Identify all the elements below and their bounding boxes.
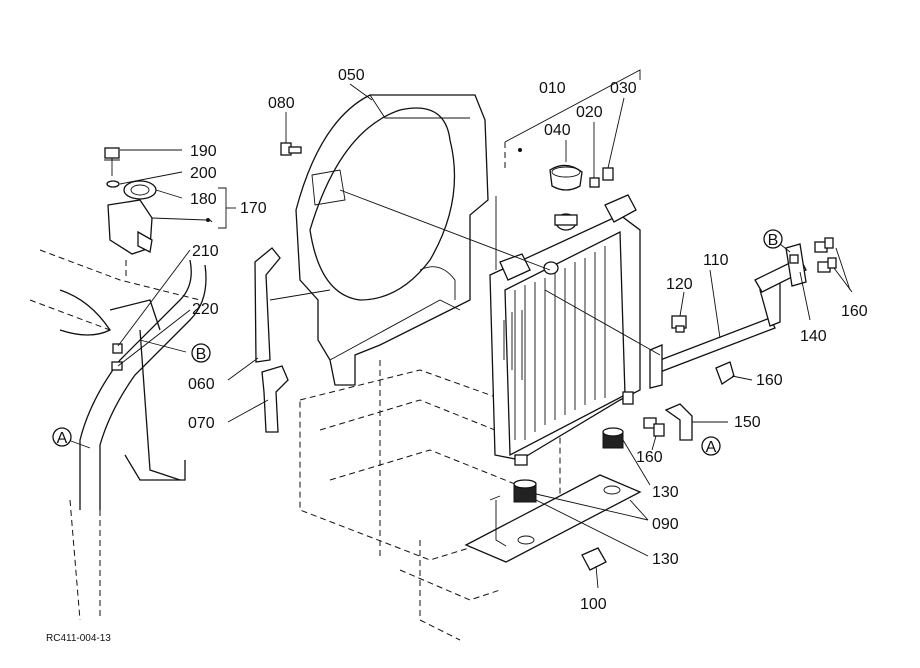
- label-030: 030: [610, 80, 637, 97]
- label-070: 070: [188, 415, 215, 432]
- label-200: 200: [190, 165, 217, 182]
- support-plate: [464, 474, 642, 563]
- label-060: 060: [188, 376, 215, 393]
- drain-plug-030: [602, 167, 614, 181]
- label-210: 210: [192, 243, 219, 260]
- rubber-cushion-upper: [602, 427, 624, 449]
- label-090: 090: [652, 516, 679, 533]
- part-labels: 010 020 030 040 050 060 070 080 090 100 …: [188, 67, 868, 613]
- ref-circle-a-right: A: [701, 436, 721, 456]
- label-100: 100: [580, 596, 607, 613]
- radiator-cap: [549, 164, 583, 191]
- bolt-100: [581, 547, 607, 571]
- rubber-cushion-lower: [513, 479, 537, 503]
- bolt-120: [671, 315, 687, 333]
- left-frame-pipe: [59, 259, 207, 510]
- label-050: 050: [338, 67, 365, 84]
- label-160-mid: 160: [756, 372, 783, 389]
- drain-plug-020: [589, 177, 600, 188]
- bracket-150: [664, 403, 693, 441]
- ref-circle-a-left: A: [52, 427, 72, 447]
- label-180: 180: [190, 191, 217, 208]
- label-020: 020: [576, 104, 603, 121]
- label-160-right: 160: [841, 303, 868, 320]
- label-220: 220: [192, 301, 219, 318]
- label-110: 110: [703, 252, 729, 269]
- label-190: 190: [190, 143, 217, 160]
- leader-lines: [59, 69, 853, 589]
- label-160-lower: 160: [636, 449, 663, 466]
- ref-circle-b-left: B: [191, 343, 211, 363]
- label-010: 010: [539, 80, 566, 97]
- label-080: 080: [268, 95, 295, 112]
- hose-060: [254, 247, 281, 363]
- label-150: 150: [734, 414, 761, 431]
- ref-circle-b-right: B: [763, 229, 783, 249]
- bolts-160: [643, 237, 837, 437]
- ref-a-right-text: A: [706, 439, 717, 456]
- chassis-frame: [29, 249, 561, 641]
- label-120: 120: [666, 276, 693, 293]
- figure-code: RC411-004-13: [46, 633, 111, 644]
- label-170: 170: [240, 200, 267, 217]
- label-040: 040: [544, 122, 571, 139]
- ref-b-left-text: B: [196, 346, 207, 363]
- label-130-lower: 130: [652, 551, 679, 568]
- ref-a-left-text: A: [57, 430, 68, 447]
- bolt-080: [280, 142, 302, 156]
- radiator: [489, 194, 641, 466]
- ref-dot-170: [206, 218, 210, 222]
- ref-b-right-text: B: [768, 232, 779, 249]
- thermostat-housing: [104, 147, 157, 280]
- bolts-210-220: [111, 343, 123, 371]
- bracket-140: [785, 243, 807, 287]
- label-140: 140: [800, 328, 827, 345]
- fan-shroud: [295, 94, 489, 386]
- label-130-upper: 130: [652, 484, 679, 501]
- ref-dot-010: [518, 148, 522, 152]
- hose-070: [261, 365, 289, 433]
